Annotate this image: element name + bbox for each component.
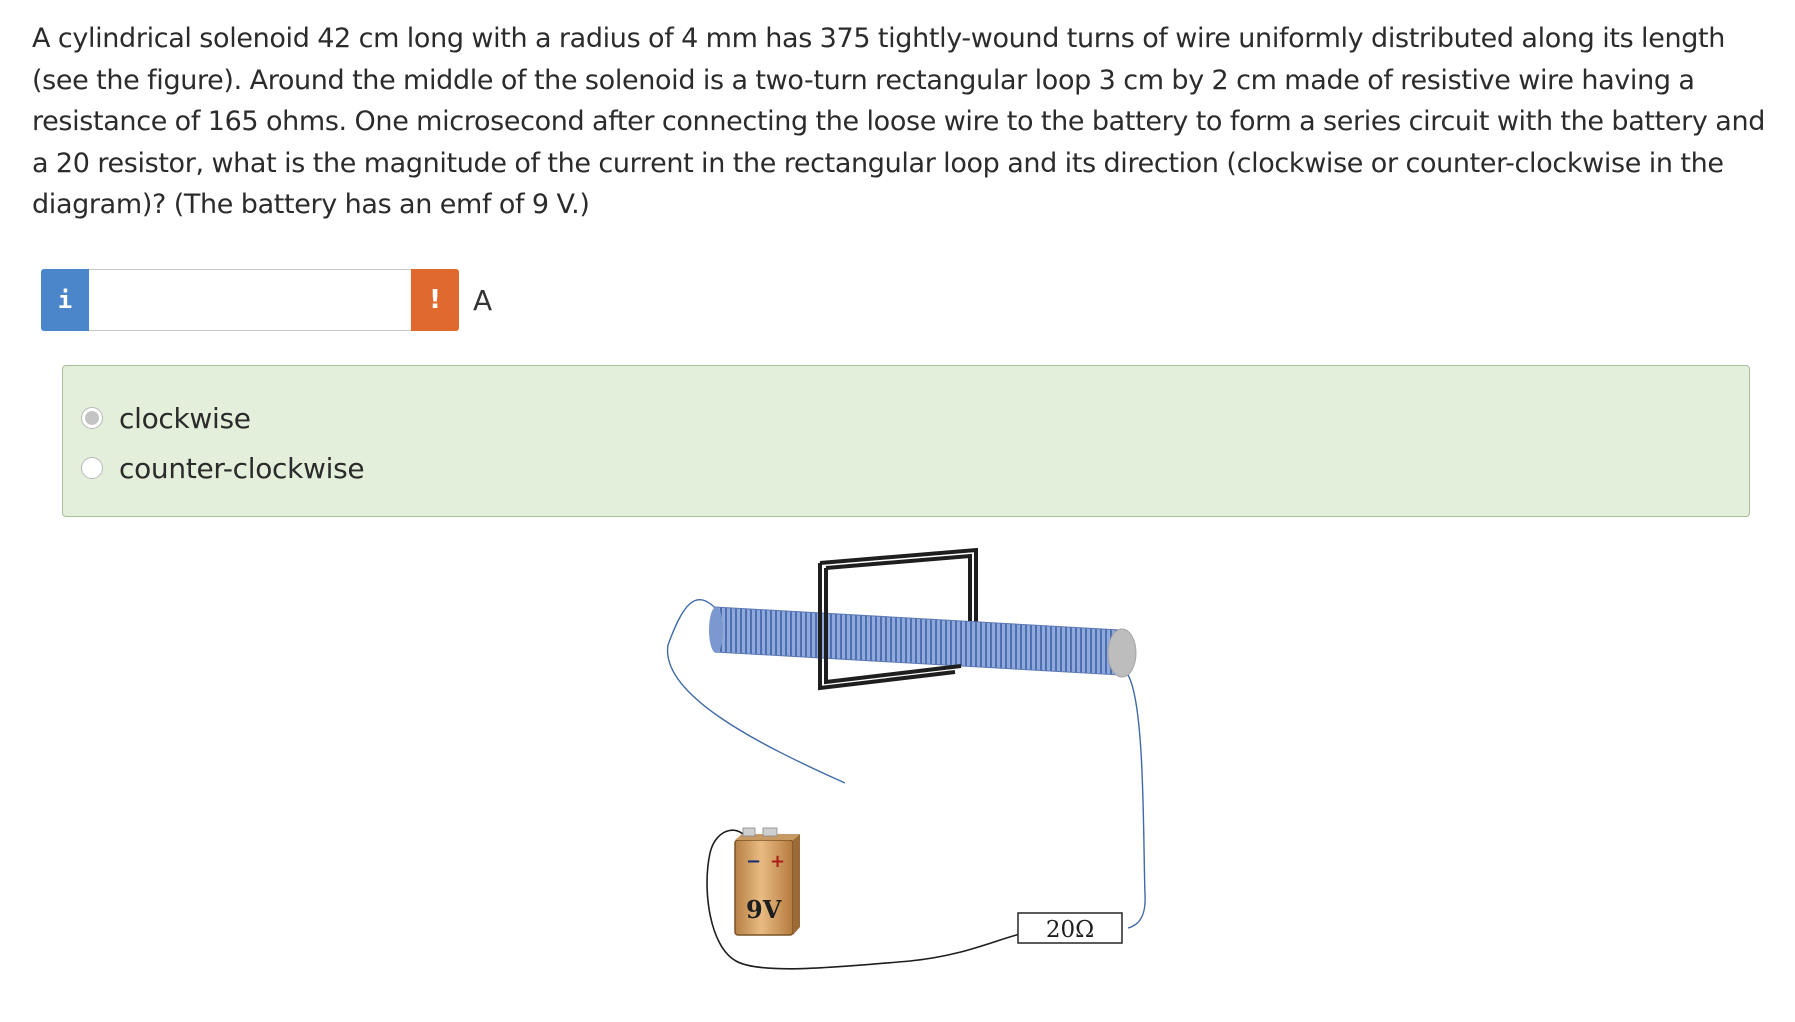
bottom-wire	[706, 829, 1037, 970]
battery-9v: − + 9V	[734, 827, 800, 936]
resistor-20ohm: 20Ω	[1017, 912, 1123, 944]
resistor-label: 20Ω	[1046, 917, 1094, 943]
battery-plus: +	[770, 851, 785, 872]
answer-unit: A	[473, 283, 493, 317]
choice-clockwise-label: clockwise	[119, 401, 251, 435]
loose-wire	[667, 599, 846, 784]
info-icon[interactable]: i	[41, 269, 89, 331]
answer-input[interactable]	[89, 269, 411, 331]
direction-choices: clockwise counter-clockwise	[62, 365, 1750, 517]
battery-label: 9V	[746, 895, 782, 924]
solenoid-coil	[709, 606, 1137, 678]
radio-counter-clockwise[interactable]	[81, 457, 103, 479]
rectangular-loop-front	[818, 563, 962, 691]
answer-row: i ! A	[41, 269, 492, 331]
question-text: A cylindrical solenoid 42 cm long with a…	[32, 23, 1766, 220]
solenoid-circuit-figure: − + 9V 20Ω	[667, 547, 1146, 970]
radio-clockwise[interactable]	[81, 407, 103, 429]
warning-icon[interactable]: !	[411, 269, 459, 331]
choice-counter-clockwise-label: counter-clockwise	[119, 451, 365, 485]
battery-minus: −	[746, 851, 761, 872]
choice-clockwise[interactable]: clockwise	[63, 393, 1749, 443]
right-wire	[1127, 674, 1146, 929]
choice-counter-clockwise[interactable]: counter-clockwise	[63, 443, 1749, 493]
